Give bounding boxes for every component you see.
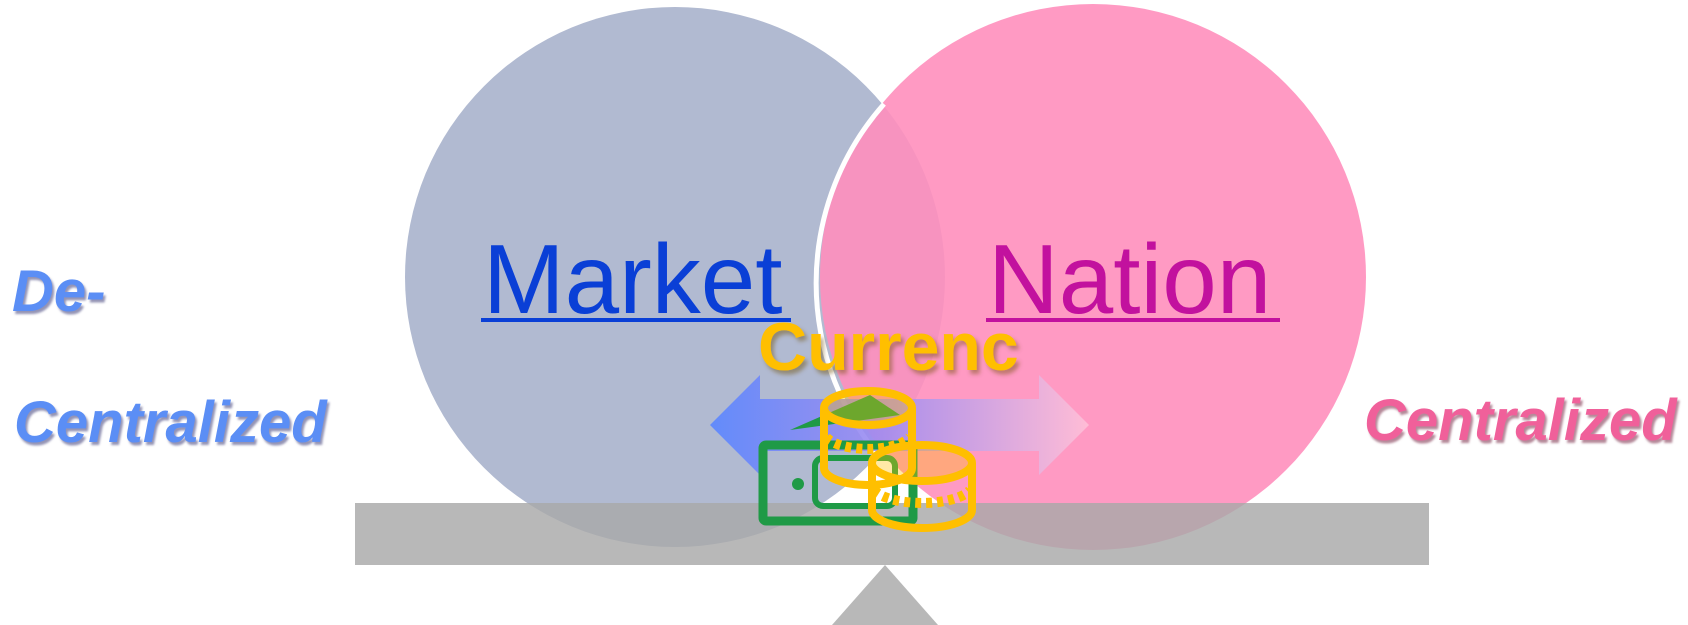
scale-fulcrum — [832, 565, 938, 625]
decentralized-label-line2: Centralized — [14, 390, 327, 455]
nation-label: Nation — [988, 224, 1271, 334]
decentralized-label-line1: De- — [12, 259, 106, 324]
nation-underline — [986, 318, 1280, 322]
scale-beam — [355, 503, 1429, 565]
market-underline — [481, 318, 791, 322]
centralized-label: Centralized — [1364, 388, 1677, 453]
currency-label: Currenc — [758, 309, 1019, 385]
double-arrow-icon — [710, 375, 1089, 475]
market-label: Market — [483, 224, 783, 334]
coins-stack-icon — [820, 387, 976, 532]
